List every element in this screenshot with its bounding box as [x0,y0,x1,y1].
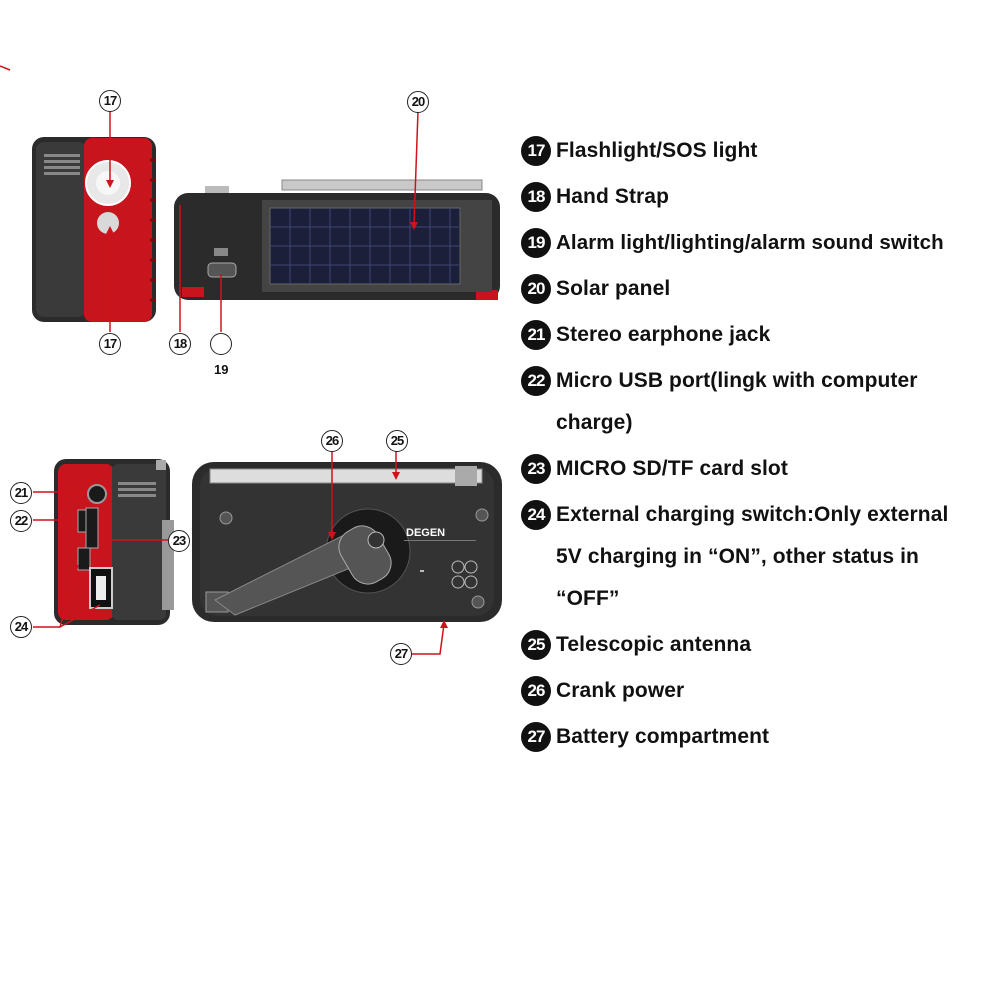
leader-lines [33,110,445,655]
radio-end-view-top [32,137,156,322]
legend-text: Crank power [556,679,685,702]
callout-23: 23 [168,530,190,552]
legend-item-21: 21 Stereo earphone jack [521,320,1000,356]
legend-item-25: 25 Telescopic antenna [521,630,1000,666]
legend-badge: 23 [521,454,551,484]
callout-25: 25 [386,430,408,452]
leader-arrowheads [78,180,448,628]
legend-badge: 17 [521,136,551,166]
legend-badge: 21 [521,320,551,350]
legend-badge: 27 [521,722,551,752]
legend-text: Flashlight/SOS light [556,139,758,162]
legend-badge: 18 [521,182,551,212]
callout-22: 22 [10,510,32,532]
radio-back-view [192,462,502,622]
callout-21: 21 [10,482,32,504]
callout-18: 18 [169,333,191,355]
callout-19-label: 19 [214,362,229,377]
radio-top-view [174,179,500,300]
callout-20: 20 [407,91,429,113]
legend-item-19: 19 Alarm light/lighting/alarm sound swit… [521,228,1000,264]
radio-end-view-bottom [54,459,174,625]
callout-26: 26 [321,430,343,452]
legend-item-27: 27 Battery compartment [521,722,1000,758]
legend-text: Telescopic antenna [556,633,752,656]
callout-17-top: 17 [99,90,121,112]
legend-text: External charging switch:Only external 5… [556,503,949,610]
legend-text: Battery compartment [556,725,770,748]
legend-badge: 26 [521,676,551,706]
legend-text: Solar panel [556,277,671,300]
legend-badge: 20 [521,274,551,304]
brand-label: DEGEN [406,527,446,539]
corner-mark [0,65,11,71]
legend-item-17: 17 Flashlight/SOS light [521,136,1000,172]
legend-text: Stereo earphone jack [556,323,771,346]
legend-badge: 22 [521,366,551,396]
callout-19-circle [210,333,232,355]
legend-item-24: 24 External charging switch:Only externa… [521,500,1000,620]
legend-item-18: 18 Hand Strap [521,182,1000,218]
legend-badge: 19 [521,228,551,258]
callout-27: 27 [390,643,412,665]
legend-text: Alarm light/lighting/alarm sound switch [556,231,944,254]
legend-item-26: 26 Crank power [521,676,1000,712]
legend-item-20: 20 Solar panel [521,274,1000,310]
legend: 17 Flashlight/SOS light 18 Hand Strap 19… [521,136,1000,768]
legend-text: Micro USB port(lingk with computer charg… [556,369,918,434]
legend-text: Hand Strap [556,185,670,208]
callout-24: 24 [10,616,32,638]
legend-badge: 25 [521,630,551,660]
legend-badge: 24 [521,500,551,530]
legend-item-23: 23 MICRO SD/TF card slot [521,454,1000,490]
callout-17-bottom: 17 [99,333,121,355]
legend-text: MICRO SD/TF card slot [556,457,788,480]
legend-item-22: 22 Micro USB port(lingk with computer ch… [521,366,1000,444]
